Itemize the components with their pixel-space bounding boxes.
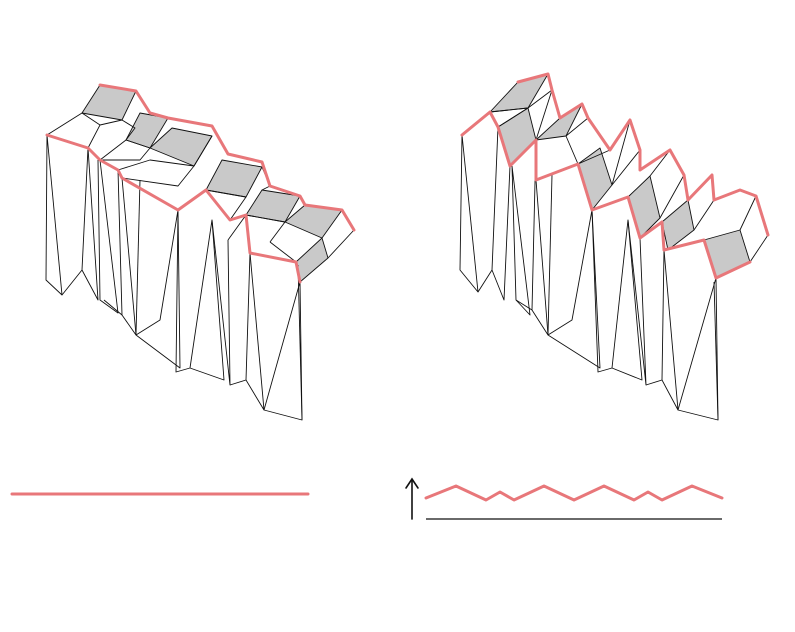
crease-line-upper	[516, 72, 770, 237]
shaded-face	[703, 229, 751, 279]
crease-line-lower	[45, 133, 302, 284]
shaded-face	[149, 127, 213, 167]
left-crease-highlight	[45, 83, 356, 284]
folded-profile	[405, 477, 724, 520]
left-shaded-faces	[81, 84, 343, 283]
left-folded-model	[45, 83, 356, 421]
shaded-face	[295, 237, 329, 283]
folded-profile-line	[424, 484, 724, 502]
right-crease-highlight	[460, 72, 770, 280]
arrow-up-icon	[405, 477, 419, 520]
shaded-face	[489, 73, 549, 113]
crease-line-lower	[460, 110, 752, 280]
crease-line-upper	[98, 83, 356, 232]
right-folded-model	[459, 72, 770, 421]
